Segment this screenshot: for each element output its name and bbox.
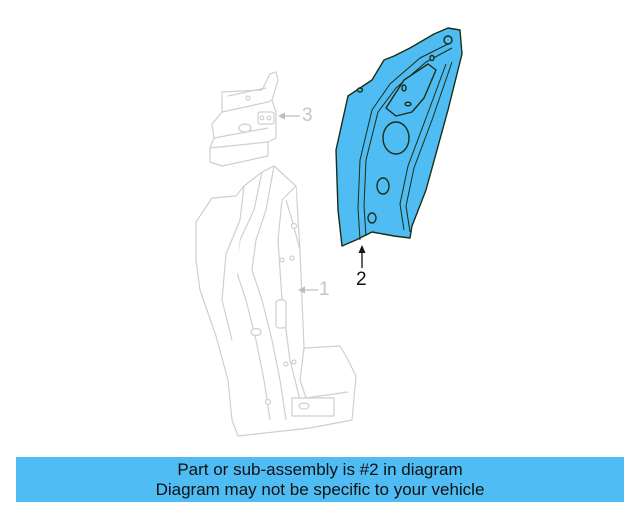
info-banner: Part or sub-assembly is #2 in diagram Di… bbox=[16, 457, 624, 502]
part-3-bracket bbox=[209, 71, 279, 167]
callout-arrows bbox=[278, 112, 366, 294]
banner-line-1: Part or sub-assembly is #2 in diagram bbox=[177, 459, 463, 479]
banner-line-2: Diagram may not be specific to your vehi… bbox=[155, 479, 485, 499]
callout-1-label: 1 bbox=[319, 279, 330, 300]
part-1-pillar bbox=[195, 165, 357, 437]
callout-3-label: 3 bbox=[302, 105, 313, 126]
part-2-highlighted-panel bbox=[335, 27, 463, 247]
parts-diagram: 3 1 2 bbox=[195, 27, 463, 437]
callout-2-label: 2 bbox=[356, 269, 367, 290]
